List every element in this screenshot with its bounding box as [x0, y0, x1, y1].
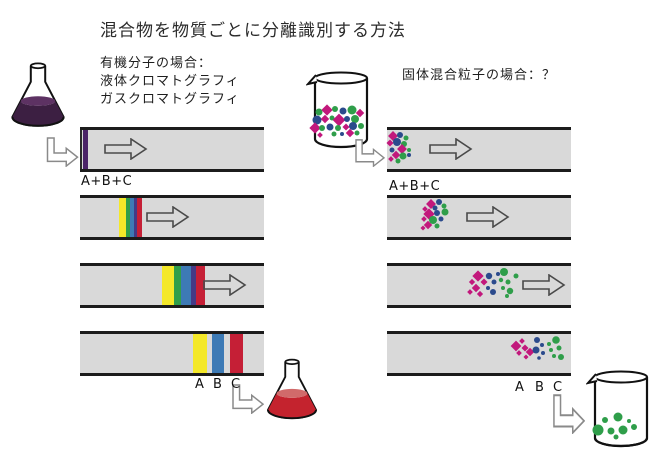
left-heading-line-2: 液体クロマトグラフィ — [100, 74, 240, 89]
dye-band — [134, 198, 137, 237]
beaker-spout — [306, 74, 318, 86]
flow-arrow-icon — [522, 274, 566, 296]
dye-band — [119, 198, 126, 237]
dye-band — [126, 198, 130, 237]
right-heading: 固体混合粒子の場合：？ — [402, 68, 557, 83]
beaker-rim — [594, 370, 648, 384]
flask-rim — [284, 358, 300, 365]
right-start-label: A+B+C — [389, 179, 441, 194]
left-channel-1 — [80, 127, 264, 172]
flask-liquid — [268, 393, 316, 419]
dye-band — [130, 198, 134, 237]
flow-arrow-icon — [466, 206, 510, 228]
dye-band — [193, 334, 207, 373]
flow-arrow-icon — [104, 138, 148, 160]
dye-band — [83, 130, 88, 169]
dye-band — [191, 266, 196, 305]
flask-liquid — [12, 101, 64, 126]
transfer-arrow-icon — [355, 139, 386, 167]
beaker-rim — [314, 71, 368, 85]
beaker-body — [313, 78, 369, 149]
flow-arrow-icon — [203, 274, 247, 296]
page-title: 混合物を物質ごとに分離識別する方法 — [100, 21, 406, 41]
result-beaker — [586, 370, 649, 448]
beaker-spout — [586, 373, 598, 385]
left-component-label-b: B — [213, 377, 223, 392]
right-channel-1 — [387, 127, 571, 172]
left-start-label: A+B+C — [81, 174, 133, 189]
right-component-label-b: B — [535, 380, 545, 395]
left-heading-line-1: 有機分子の場合： — [100, 56, 213, 71]
beaker-base-line — [593, 437, 649, 448]
dye-band — [212, 334, 224, 373]
left-heading-line-3: ガスクロマトグラフィ — [100, 92, 240, 107]
flow-arrow-icon — [429, 138, 473, 160]
right-component-label-c: C — [553, 380, 563, 395]
transfer-arrow-icon — [46, 137, 79, 167]
dye-band — [80, 130, 82, 169]
left-component-label-a: A — [195, 377, 205, 392]
right-channel-4 — [387, 331, 571, 376]
right-component-label-a: A — [515, 380, 525, 395]
left-channel-4 — [80, 331, 264, 376]
dye-band — [174, 266, 181, 305]
dye-band — [181, 266, 191, 305]
dye-band — [196, 266, 205, 305]
left-channel-3 — [80, 263, 264, 308]
flask-rim — [29, 62, 47, 70]
result-flask — [267, 358, 317, 420]
mixture-flask — [11, 62, 65, 127]
flask-liquid-surface — [276, 388, 308, 398]
flask-base-line — [267, 409, 317, 420]
left-channel-2 — [80, 195, 264, 240]
beaker-body — [593, 377, 649, 448]
dye-band — [137, 198, 142, 237]
flow-arrow-icon — [146, 206, 190, 228]
flask-liquid-surface — [20, 96, 56, 106]
dye-band — [162, 266, 174, 305]
dye-band — [230, 334, 243, 373]
transfer-arrow-icon — [232, 384, 264, 414]
flask-base-line — [11, 116, 65, 127]
transfer-arrow-icon — [553, 394, 585, 434]
right-channel-2 — [387, 195, 571, 240]
left-component-label-c: C — [231, 377, 241, 392]
left-heading: 有機分子の場合： 液体クロマトグラフィ ガスクロマトグラフィ — [100, 55, 240, 109]
